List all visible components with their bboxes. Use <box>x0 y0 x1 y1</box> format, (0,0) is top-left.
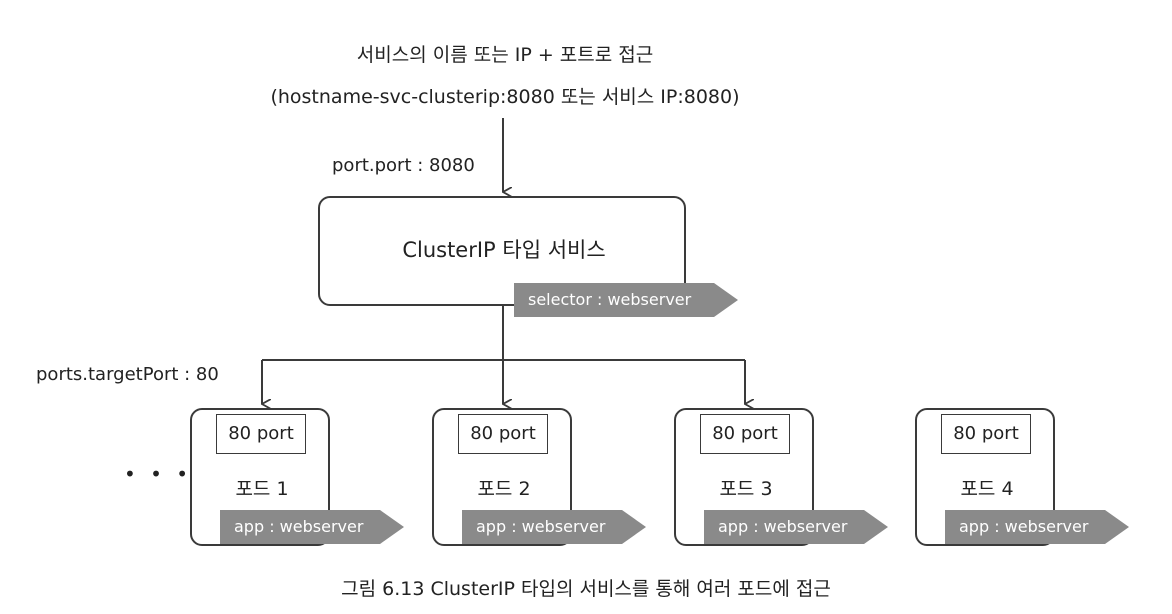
more-pods-ellipsis: • • • <box>124 462 193 486</box>
access-address: (hostname-svc-clusterip:8080 또는 서비스 IP:8… <box>270 86 740 108</box>
pod-name: 포드 1 <box>235 478 289 500</box>
pod-port: 80 port <box>216 414 306 454</box>
pod-2-label-tag: app : webserver <box>462 510 646 544</box>
access-description: 서비스의 이름 또는 IP + 포트로 접근 <box>356 44 654 66</box>
pod-3-label-tag: app : webserver <box>704 510 888 544</box>
pod-name: 포드 2 <box>477 478 531 500</box>
service-name: ClusterIP 타입 서비스 <box>402 238 606 262</box>
target-port-label: ports.targetPort : 80 <box>36 364 219 385</box>
pod-name: 포드 3 <box>719 478 773 500</box>
pod-port: 80 port <box>941 414 1031 454</box>
pod-port: 80 port <box>700 414 790 454</box>
figure-caption: 그림 6.13 ClusterIP 타입의 서비스를 통해 여러 포드에 접근 <box>341 578 831 600</box>
pod-name: 포드 4 <box>960 478 1014 500</box>
pod-4-label-tag: app : webserver <box>945 510 1129 544</box>
pod-port: 80 port <box>458 414 548 454</box>
selector-tag: selector : webserver <box>514 283 738 317</box>
service-port-label: port.port : 8080 <box>332 155 475 176</box>
pod-1-label-tag: app : webserver <box>220 510 404 544</box>
